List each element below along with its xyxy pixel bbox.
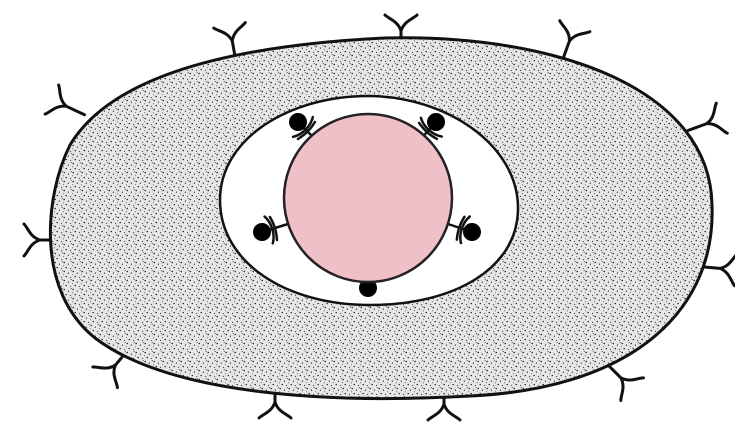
y-shaped-receptor-icon [45,85,91,129]
bound-ligand-dot [463,223,481,241]
bound-ligand-dot [253,223,271,241]
bound-ligand-dot [289,113,307,131]
center-pink-disc [284,114,452,282]
bound-ligand-dot [427,113,445,131]
